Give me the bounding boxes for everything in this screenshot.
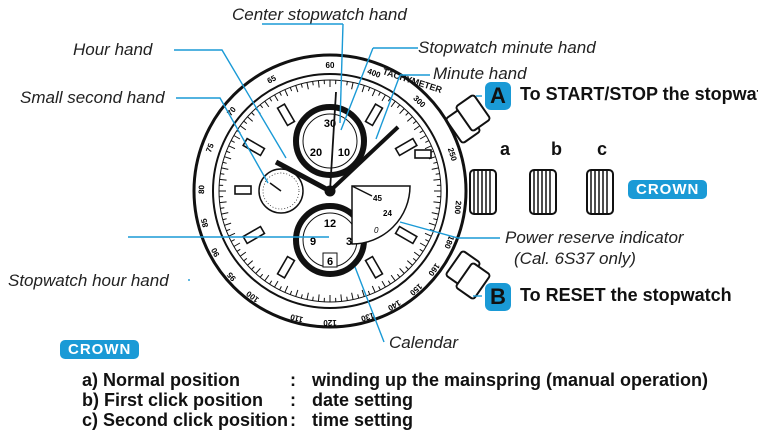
crown-b — [530, 170, 556, 214]
legend-crown-badge: CROWN — [60, 340, 139, 359]
minute-tick — [347, 297, 348, 301]
tachymeter-number: 60 — [326, 61, 335, 70]
minute-tick — [220, 174, 224, 175]
crown-a — [470, 170, 496, 214]
svg-text:3: 3 — [346, 236, 352, 248]
svg-text:45: 45 — [373, 194, 382, 203]
calendar-date: 6 — [327, 256, 333, 268]
hour-marker — [235, 186, 251, 194]
label-minute-hand: Minute hand — [433, 64, 527, 84]
minute-tick — [220, 208, 224, 209]
crown-position-a-label: a — [500, 139, 510, 160]
minute-tick — [436, 174, 440, 175]
label-stopwatch-minute-hand: Stopwatch minute hand — [418, 38, 596, 58]
label-center-stopwatch-hand: Center stopwatch hand — [232, 5, 407, 25]
svg-text:9: 9 — [310, 236, 316, 248]
svg-text:24: 24 — [383, 209, 392, 218]
minute-tick — [313, 81, 314, 85]
label-small-second-hand: Small second hand — [20, 88, 165, 108]
button-a-badge: A — [485, 82, 511, 110]
crown-c — [587, 170, 613, 214]
label-power-reserve-indicator: Power reserve indicator — [505, 228, 684, 248]
svg-text:12: 12 — [324, 218, 336, 230]
svg-text:10: 10 — [338, 147, 350, 159]
label-hour-hand: Hour hand — [73, 40, 152, 60]
minute-tick — [347, 81, 348, 85]
crown-position-b-label: b — [551, 139, 562, 160]
tachymeter-number: 120 — [323, 318, 337, 327]
tachymeter-number: 200 — [453, 200, 463, 215]
button-b-badge: B — [485, 283, 511, 311]
label-calendar: Calendar — [389, 333, 458, 353]
hour-marker — [415, 150, 431, 158]
tachymeter-number: 80 — [197, 184, 206, 194]
label-stopwatch-hour-hand: Stopwatch hour hand — [8, 271, 169, 291]
crown-position-c-label: c — [597, 139, 607, 160]
stopwatch-minute-subdial: 30 20 10 — [296, 107, 364, 175]
legend-row-b: b) First click position:date setting — [82, 390, 413, 411]
svg-text:20: 20 — [310, 147, 322, 159]
pusher-b — [445, 250, 490, 299]
legend-row-c: c) Second click position:time setting — [82, 410, 413, 431]
label-power-reserve-note: (Cal. 6S37 only) — [514, 249, 636, 269]
crown-badge: CROWN — [628, 180, 707, 199]
button-b-description: To RESET the stopwatch — [520, 285, 732, 306]
legend-row-a: a) Normal position:winding up the mainsp… — [82, 370, 708, 391]
svg-text:0: 0 — [374, 226, 379, 235]
button-a-description: To START/STOP the stopwatch — [520, 84, 758, 105]
minute-tick — [436, 208, 440, 209]
minute-tick — [313, 297, 314, 301]
